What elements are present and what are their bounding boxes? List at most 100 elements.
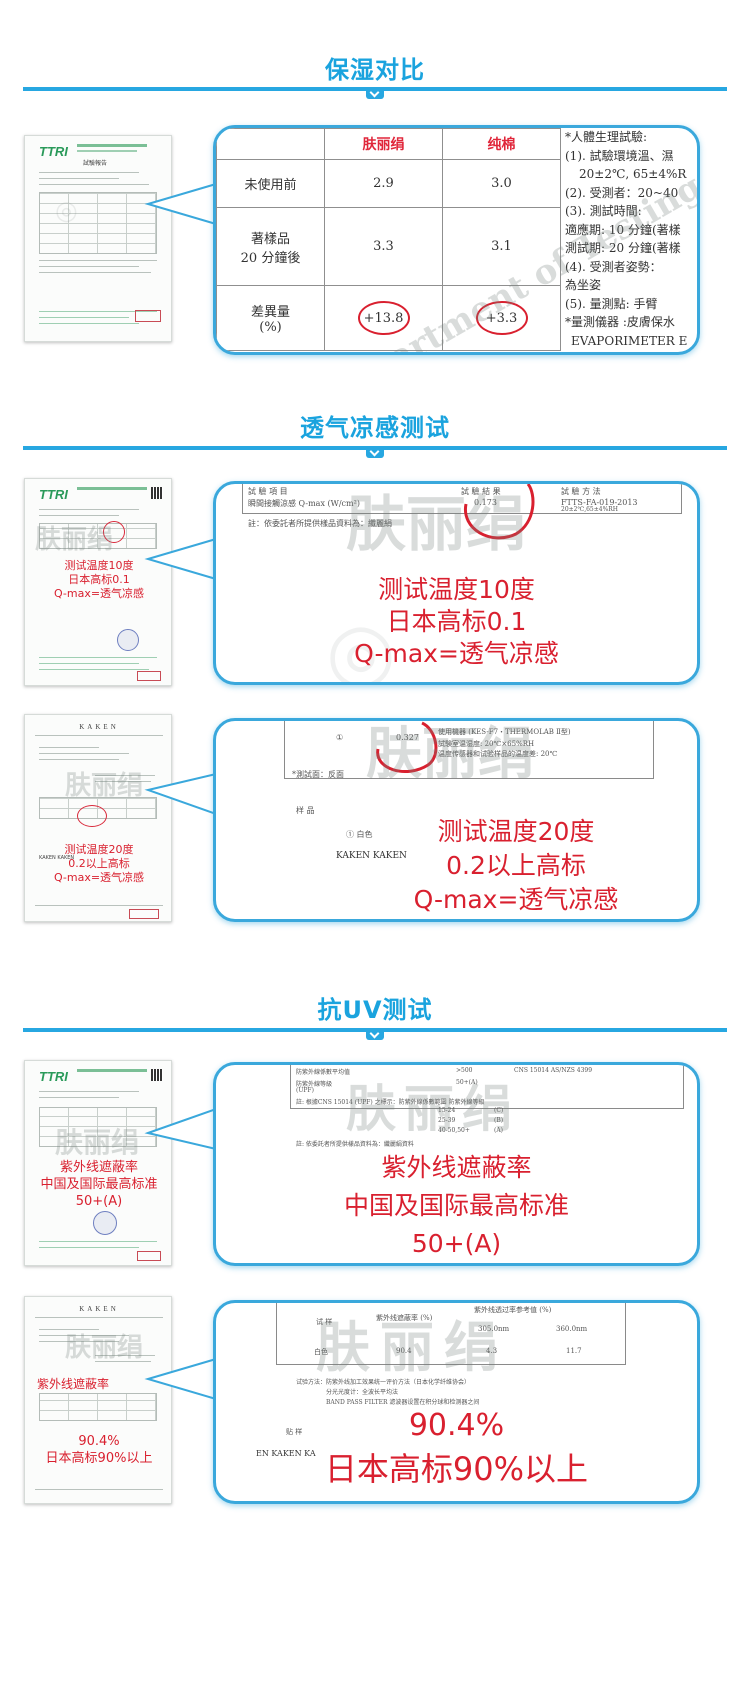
table-header-cotton: 纯棉 (442, 128, 561, 160)
scan-row: (UPF) (296, 1087, 314, 1094)
red-stamp (135, 310, 161, 322)
kaken-brand: KAKEN KAKEN (39, 855, 75, 861)
scan-header: 試 驗 項 目 (248, 487, 288, 496)
ttri-logo: TTRI (39, 144, 68, 159)
text-line (39, 753, 129, 754)
callout-tail (144, 1107, 220, 1151)
footer-line (39, 1241, 157, 1242)
brand-watermark: 肤丽绢 (346, 490, 526, 560)
chevron-down-icon (366, 87, 384, 99)
brand-watermark: 肤丽绢 (366, 721, 534, 787)
scan-value: >500 (456, 1067, 473, 1074)
scan-grade: (C) (494, 1107, 504, 1114)
table-header-fulijuan: 肤丽绢 (324, 128, 443, 160)
report-table (39, 192, 157, 254)
blue-seal-stamp (117, 629, 139, 651)
text-line (39, 178, 119, 179)
kaken-header: KAKEN (79, 1305, 119, 1313)
scan-header: 试 样 (316, 1318, 333, 1326)
report-table (39, 1107, 157, 1147)
highlight-circle (464, 484, 535, 540)
highlight-circle (376, 721, 438, 774)
callout-tail (144, 537, 220, 581)
text-line (39, 260, 157, 261)
chevron-down-icon (366, 446, 384, 458)
report-title: 試驗報告 (83, 160, 108, 167)
scan-note: 註: 依委託者所提供樣品資料為：纖麗絹資料 (296, 1141, 414, 1148)
footer-line (39, 317, 129, 318)
scan-row: 防紫外線係數平均值 (296, 1069, 351, 1076)
text-line (95, 1361, 151, 1362)
scan-cell: 11.7 (566, 1347, 582, 1355)
uv-90-standard: 日本高标90%以上 (324, 1450, 589, 1488)
value-cell: 2.9 (324, 159, 443, 208)
text-line (35, 735, 163, 736)
value-cell: 3.3 (324, 207, 443, 286)
report-thumbnail-moisture[interactable]: TTRI 試驗報告 ◎ (24, 135, 172, 342)
scan-temp: 温度传感器和试验样品的温度差: 20℃ (438, 750, 558, 758)
scan-value: 0.327 (396, 733, 419, 742)
footer-line (39, 311, 157, 312)
report-thumbnail-cooling-10[interactable]: TTRI 肤丽绢 测试温度10度 日本高标0.1 Q-max=透气凉感 (24, 478, 172, 686)
text-line (35, 1317, 163, 1318)
qr-code-icon (151, 1069, 163, 1081)
text-line (39, 184, 149, 185)
scan-device: 使用機器 (KES-F7・THERMOLAB Ⅱ型) (438, 728, 571, 736)
scan-method: 分光光度计：全波长平均法 (326, 1389, 399, 1396)
scan-range: 15-24 (438, 1107, 456, 1114)
report-thumbnail-uv-90[interactable]: KAKEN 肤丽绢 紫外线遮蔽率 90.4% 日本高标90%以上 (24, 1296, 172, 1504)
red-stamp (137, 1251, 161, 1261)
report-thumbnail-uv-50[interactable]: TTRI 肤丽绢 紫外线遮蔽率 中国及国际最高标准 50+(A) (24, 1060, 172, 1266)
ttri-logo: TTRI (39, 487, 68, 502)
brand-watermark: 肤丽绢 (316, 1315, 508, 1379)
scan-header: 試 驗 結 果 (461, 487, 501, 496)
scan-sample: 贴 样 (286, 1428, 303, 1436)
logo-subtitle-bar (77, 150, 137, 152)
value-cell: +13.8 (324, 285, 443, 351)
callout-tail (144, 772, 220, 816)
seal-watermark: ◎ (55, 196, 78, 226)
value-cell: 3.0 (442, 159, 561, 208)
report-thumbnail-cooling-20[interactable]: KAKEN 肤丽绢 测试温度20度 0.2以上高标 Q-max=透气凉感 KAK… (24, 714, 172, 922)
kaken-header: KAKEN (79, 723, 119, 731)
scan-method: BAND PASS FILTER 滤波器设置在积分球和检测器之间 (326, 1399, 480, 1406)
circled-value: +3.3 (475, 301, 528, 335)
scan-header: 紫外线遮蔽率 (%) (376, 1314, 433, 1322)
text-line (95, 775, 155, 776)
scan-header: 紫外线透过率参考值 (%) (474, 1306, 552, 1314)
text-line (39, 747, 99, 748)
uv-50-highlight: 紫外线遮蔽率 中国及国际最高标准 50+(A) (343, 1153, 569, 1258)
scan-grade: (A) (494, 1127, 504, 1134)
scan-range: 25-39 (438, 1117, 456, 1124)
cooling-20-callout: 使用機器 (KES-F7・THERMOLAB Ⅱ型) 試験室温湿度: 20℃×6… (213, 718, 700, 922)
scan-note: 註: 根據CNS 15014 (UPF) 之標示：防紫外線係數範圍 防紫外線等級 (296, 1099, 485, 1106)
scan-value: 50+(A) (456, 1079, 478, 1086)
uv-50-callout: 防紫外線係數平均值 >500 CNS 15014 AS/NZS 4399 防紫外… (213, 1062, 700, 1266)
scan-header: 試 驗 方 法 (561, 487, 601, 496)
text-line (39, 1335, 129, 1336)
cooling-10-highlight: 测试温度10度 日本高标0.1 Q-max=透气凉感 (354, 575, 559, 668)
footer-line (39, 1247, 139, 1248)
text-line (95, 1355, 155, 1356)
logo-subtitle-bar (77, 1069, 147, 1072)
footer-line (35, 1489, 163, 1490)
footer-line (35, 905, 163, 906)
red-stamp (129, 909, 159, 919)
seal-watermark: ◎ (326, 604, 396, 685)
uv-90-value: 90.4% (408, 1408, 505, 1443)
callout-tail (144, 1357, 220, 1401)
text-line (39, 266, 139, 267)
blue-seal-stamp (93, 1211, 117, 1235)
footer-line (39, 663, 139, 664)
scan-white: ① 白色 (346, 830, 373, 839)
scan-method: 试验方法：防紫外线加工效果统一评价方法（日本化学纤维协会） (296, 1379, 471, 1386)
scan-result: 0.173 (474, 498, 497, 507)
scan-cell: 4.3 (486, 1347, 498, 1355)
brand-watermark: 肤丽绢 (35, 525, 114, 555)
table-header-blank (216, 128, 325, 160)
text-line (39, 1341, 119, 1342)
scan-method: FTTS-FA-019-2013 (561, 498, 638, 507)
scan-cell: 白色 (314, 1348, 328, 1356)
